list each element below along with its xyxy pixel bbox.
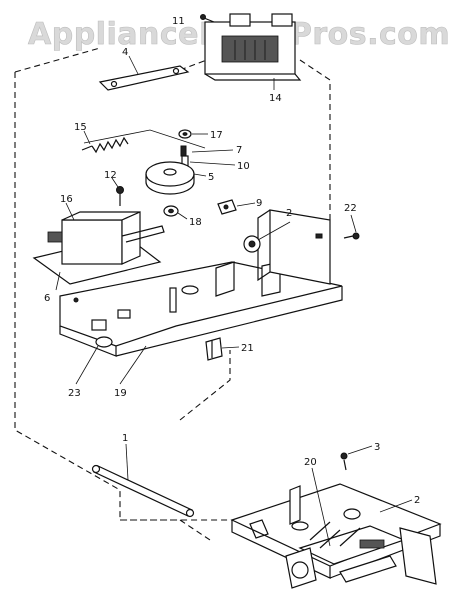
motor-switch-assembly [204,13,302,81]
cam-lever [217,199,237,215]
callout-19: 19 [114,388,127,399]
callout-4: 4 [122,47,128,58]
clip [205,337,223,361]
callout-labels: 11 4 14 15 17 7 10 12 5 16 9 18 2 22 6 2… [44,16,420,506]
callout-16: 16 [60,194,73,205]
callout-14: 14 [269,93,282,104]
callout-15: 15 [74,122,87,133]
callout-23: 23 [68,388,81,399]
callout-5: 5 [208,172,214,183]
callout-9: 9 [256,198,262,209]
screw-11 [200,14,215,23]
side-bracket [243,209,331,285]
bracket-bar [98,65,190,91]
screw-12 [116,186,124,206]
callout-1: 1 [122,433,128,444]
screw-3 [340,452,348,471]
timer-module [32,211,165,285]
callout-11: 11 [172,16,185,27]
shaft-rod [91,464,195,518]
washer [178,129,192,139]
callout-22: 22 [344,203,357,214]
callout-20: 20 [304,457,317,468]
screw-22 [343,232,360,240]
callout-2-upper: 2 [286,208,292,219]
callout-7: 7 [236,145,242,156]
cam-gear [145,161,195,195]
spring [81,136,129,154]
callout-10: 10 [237,161,250,172]
callout-21: 21 [241,343,254,354]
callout-18: 18 [189,217,202,228]
washer-18 [163,205,179,217]
pin [180,145,189,169]
chassis-plate [59,261,343,357]
callout-12: 12 [104,170,117,181]
leader-lines [55,55,413,547]
callout-6: 6 [44,293,50,304]
lower-base-assembly [230,483,442,589]
callout-17: 17 [210,130,223,141]
spring-link [83,129,206,149]
callout-3: 3 [374,442,380,453]
callout-2-lower: 2 [414,495,420,506]
